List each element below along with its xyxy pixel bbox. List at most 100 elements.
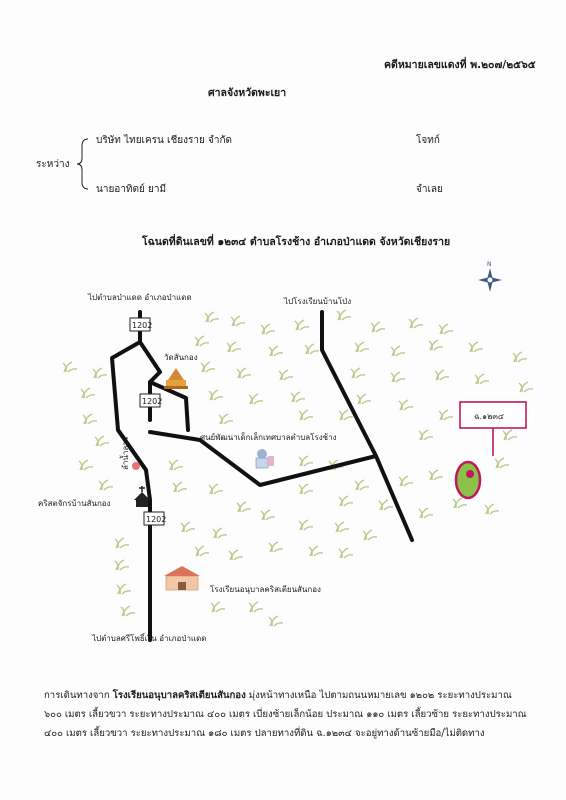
grass-tuft xyxy=(356,393,372,405)
grass-tuft xyxy=(298,483,314,495)
grass-tuft xyxy=(354,341,370,353)
grass-tuft xyxy=(114,559,130,571)
grass-tuft xyxy=(354,479,370,491)
grass-tuft xyxy=(308,545,324,557)
defendant-role: จำเลย xyxy=(416,184,443,195)
grass-tuft xyxy=(208,483,224,495)
grass-tuft xyxy=(248,393,264,405)
svg-text:N: N xyxy=(487,261,492,268)
compass-icon: N xyxy=(478,261,502,292)
parcel-area xyxy=(454,460,482,500)
grass-tuft xyxy=(268,345,284,357)
plaintiff-role: โจทก์ xyxy=(416,135,440,146)
west-spur xyxy=(116,428,148,472)
grass-tuft xyxy=(114,537,130,549)
south-road-label: ไปตำบลศรีโพธิ์เงิน อำเภอป่าแดด xyxy=(91,632,206,643)
grass-tuft xyxy=(468,341,484,353)
grass-tuft xyxy=(390,371,406,383)
grass-tuft xyxy=(438,323,454,335)
parcel-pin-icon xyxy=(466,470,474,478)
grass-tuft xyxy=(338,547,354,559)
grass-tuft xyxy=(408,317,424,329)
church-icon xyxy=(134,486,150,507)
child-center-label: ศูนย์พัฒนาเด็กเล็กเทศบาลตำบลโรงช้าง xyxy=(200,432,337,443)
grass-tuft xyxy=(98,479,114,491)
location-map: N 1202 1202 1202 วัดส xyxy=(38,261,534,643)
north-road-label: ไปตำบลป่าแดด อำเภอป่าแดด xyxy=(87,293,192,302)
grass-tuft xyxy=(230,315,246,327)
school-road-label: ไปโรงเรียนบ้านโป่ง xyxy=(283,296,351,306)
grass-tuft xyxy=(338,495,354,507)
grass-tuft xyxy=(370,321,386,333)
description-origin: โรงเรียนอนุบาลคริสเตียนสันกอง xyxy=(112,690,246,701)
kindergarten-label: โรงเรียนอนุบาลคริสเตียนสันกอง xyxy=(210,584,321,594)
grass-tuft xyxy=(298,519,314,531)
grass-tuft xyxy=(180,521,196,533)
grass-tuft xyxy=(80,387,96,399)
map-title: โฉนดที่ดินเลขที่ ๑๒๓๔ ตำบลโรงช้าง อำเภอป… xyxy=(142,236,451,248)
grass-tuft xyxy=(398,399,414,411)
grass-tuft xyxy=(278,369,294,381)
grass-tuft xyxy=(172,481,188,493)
grass-tuft xyxy=(236,367,252,379)
temple-road xyxy=(148,380,190,432)
route-label-1: 1202 xyxy=(132,321,152,330)
grass-tuft xyxy=(452,497,468,509)
description-prefix: การเดินทางจาก xyxy=(44,690,113,701)
grass-tuft xyxy=(494,457,510,469)
church-label: คริสตจักรบ้านสันกอง xyxy=(38,499,111,508)
grass-tuft xyxy=(434,369,450,381)
grass-tuft xyxy=(82,413,98,425)
grass-tuft xyxy=(218,413,234,425)
grass-tuft xyxy=(418,507,434,519)
grass-tuft xyxy=(210,601,226,613)
grass-tuft xyxy=(228,549,244,561)
grass-tuft xyxy=(236,501,252,513)
parcel-callout: ฉ.๑๒๓๔ xyxy=(454,401,527,500)
grass-tuft xyxy=(418,429,434,441)
grass-tuft xyxy=(290,391,306,403)
school-road xyxy=(320,310,378,458)
grass-tuft xyxy=(168,459,184,471)
grass-tuft xyxy=(194,545,210,557)
grass-tuft xyxy=(398,475,414,487)
grass-decoration xyxy=(62,309,534,627)
canal-label: ลำน้ำลาว xyxy=(119,437,130,470)
grass-tuft xyxy=(92,367,108,379)
pin-icon xyxy=(132,462,140,470)
grass-tuft xyxy=(268,615,284,627)
travel-description: การเดินทางจาก โรงเรียนอนุบาลคริสเตียนสัน… xyxy=(44,686,528,743)
grass-tuft xyxy=(378,499,394,511)
grass-tuft xyxy=(484,503,500,515)
grass-tuft xyxy=(336,309,352,321)
grass-tuft xyxy=(226,341,242,353)
route-shield-2: 1202 xyxy=(139,393,162,408)
grass-tuft xyxy=(120,605,136,617)
grass-tuft xyxy=(350,367,366,379)
parcel-label: ฉ.๑๒๓๔ xyxy=(474,412,504,421)
temple-label: วัดสันกอง xyxy=(164,353,198,362)
grass-tuft xyxy=(62,361,78,373)
grass-tuft xyxy=(260,323,276,335)
grass-tuft xyxy=(438,409,454,421)
grass-tuft xyxy=(304,343,320,355)
grass-tuft xyxy=(116,583,132,595)
grass-tuft xyxy=(208,389,224,401)
grass-tuft xyxy=(428,469,444,481)
grass-tuft xyxy=(338,409,354,421)
case-number: คดีหมายเลขแดงที่ พ.๒๐๗/๒๕๖๕ xyxy=(384,59,536,71)
east-road xyxy=(148,430,414,542)
court-name: ศาลจังหวัดพะเยา xyxy=(208,87,287,99)
route-shield-1: 1202 xyxy=(129,317,152,332)
plaintiff-name: บริษัท ไทยเครน เชียงราย จำกัด xyxy=(96,135,233,146)
grass-tuft xyxy=(268,541,284,553)
grass-tuft xyxy=(94,435,110,447)
grass-tuft xyxy=(194,335,210,347)
description-text: มุ่งหน้าทางเหนือ ไปตามถนนหมายเลข ๑๒๐๒ ระ… xyxy=(44,690,527,739)
grass-tuft xyxy=(204,311,220,323)
kindergarten-icon xyxy=(164,566,200,591)
grass-tuft xyxy=(294,319,310,331)
grass-tuft xyxy=(362,529,378,541)
grass-tuft xyxy=(212,527,228,539)
